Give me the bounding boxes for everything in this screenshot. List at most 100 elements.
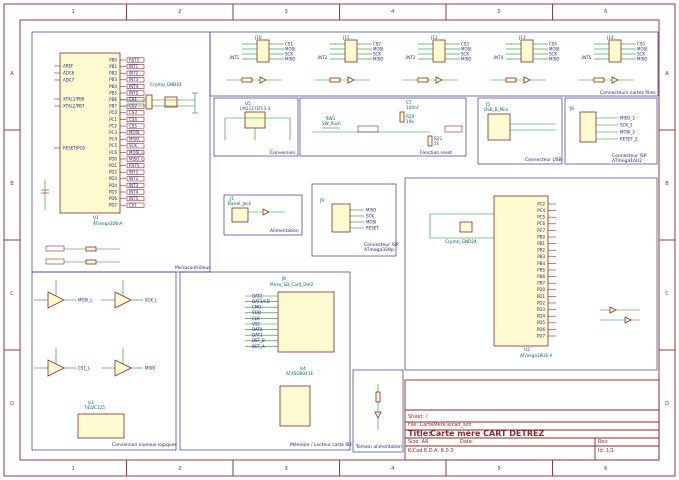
u1-pin-label: PB5 — [109, 90, 117, 95]
usb-connector-j5 — [487, 113, 511, 141]
u2-pin-label: PD2 — [537, 300, 545, 305]
block-label-reset: Fonction reset — [420, 150, 452, 156]
j8-ref: J8 — [281, 276, 286, 281]
block-label-isp16u2-1: Connecteur ISP — [612, 153, 647, 159]
u2-ref: U2 — [524, 347, 530, 352]
daughter-net: SCK — [461, 51, 469, 56]
daughter-net: SCK — [549, 51, 557, 56]
block-isp-16u2 — [564, 97, 658, 165]
daughter-resistor — [593, 77, 605, 83]
tb-title: Carte mère CART DETREZ — [430, 428, 544, 438]
net-label-text: INT4 — [129, 84, 139, 89]
u1-left-pin-label: XTAL2/PB7 — [63, 103, 85, 108]
block-alimentation — [223, 194, 303, 236]
daughter-net: CS5 — [637, 41, 645, 46]
block-memoire — [179, 271, 351, 451]
block-microcontroleur — [31, 31, 211, 273]
net-label — [126, 57, 145, 63]
sd-pin-label: VDD — [252, 310, 261, 315]
u2-pin-label: PB2 — [537, 248, 545, 253]
net-label-text: INT5 — [129, 196, 139, 201]
row-tick-left: D — [10, 401, 14, 407]
net-label-text: MOSI — [129, 130, 139, 135]
tb-kicad: KiCad E.D.A. 8.0.3 — [408, 448, 453, 454]
j6-ref: J6 — [569, 106, 574, 111]
daughter-led — [259, 76, 267, 84]
col-tick-top: 3 — [285, 9, 288, 15]
r20-label: R20 — [406, 114, 415, 119]
net-label — [126, 77, 145, 83]
u1-pin-label: PD1 — [109, 163, 117, 168]
r21-label: R21 — [434, 136, 443, 141]
block-conversion — [213, 97, 299, 157]
u1-pin-label: PB2 — [109, 71, 117, 76]
sd-pin-label: DAT2 — [252, 293, 263, 298]
daughter-net: CS1 — [285, 41, 293, 46]
block-temoin — [352, 369, 404, 453]
block-label-isp328-1: Connecteur ISP — [364, 242, 399, 248]
c7-label: C7 — [406, 100, 412, 105]
daughter-net: MISO — [373, 56, 383, 61]
block-usb — [477, 97, 563, 165]
u5-body — [244, 111, 266, 129]
daughter-net: INT2 — [318, 55, 328, 60]
isp16u2-net: MISO_2 — [620, 115, 635, 120]
u5-value: LM1117DT-3.3 — [240, 106, 271, 111]
col-tick-bottom: 4 — [391, 466, 394, 472]
u2-pin-label: PD3 — [537, 307, 545, 312]
u1-pin-label: PC1 — [109, 117, 117, 122]
tb-rev: Rev: — [598, 439, 609, 445]
net-label — [126, 182, 145, 188]
tb-title-prefix: Title: — [408, 429, 431, 438]
sd-pin-label: DET_A — [252, 344, 265, 349]
daughter-led — [523, 76, 531, 84]
daughter-resistor — [417, 77, 429, 83]
block-label-memoire: Mémoire / Lecteur carte SD — [290, 441, 352, 448]
u2-pin-label: PC6 — [537, 221, 545, 226]
daughter-net: MISO — [285, 56, 295, 61]
u1-pin-label: PD7 — [109, 203, 117, 208]
u3-ref: U3 — [88, 400, 94, 405]
row-tick-left: B — [10, 181, 14, 187]
net-label — [126, 130, 145, 136]
u1-pin-label: PD3 — [109, 176, 117, 181]
resistor-r-xtal — [145, 94, 153, 110]
buffer-net: SCK_L — [145, 297, 158, 302]
u5-ref: U5 — [245, 101, 251, 106]
u1-left-pin-label: XTAL1/PB6 — [63, 96, 85, 101]
u4-body — [279, 385, 311, 427]
u1-pin-label: PD4 — [109, 183, 117, 188]
daughter-net: MISO — [549, 56, 559, 61]
col-tick-top: 6 — [604, 9, 607, 15]
daughter-led — [435, 76, 443, 84]
row-tick-right: B — [665, 181, 669, 187]
u1-pin-label: PB6 — [109, 97, 117, 102]
r20-value: 10k — [406, 119, 414, 124]
u2-pin-label: PD4 — [537, 314, 545, 319]
block-label-isp16u2-2: ATmega16U2 — [612, 158, 642, 164]
daughter-net: CS3 — [461, 41, 469, 46]
net-label-text: CS4 — [129, 117, 137, 122]
col-tick-bottom: 3 — [285, 466, 288, 472]
u1-pin-label: PC5 — [109, 143, 117, 148]
u2-pin-label: PB5 — [537, 267, 545, 272]
daughter-net: MOSI — [549, 46, 559, 51]
daughter-net: INT4 — [494, 55, 504, 60]
u2-pin-label: PB4 — [537, 261, 545, 266]
daughter-net: MOSI — [461, 46, 471, 51]
u2-pin-label: PD6 — [537, 327, 545, 332]
sd-pin-label: CMD — [252, 305, 261, 310]
u1-value: ATmega328-A — [93, 221, 122, 226]
daughter-resistor — [241, 77, 253, 83]
sd-pin-label: VSS — [252, 321, 260, 326]
u1-left-pin-label: AREF — [63, 63, 74, 68]
net-label-text: SCK — [129, 143, 137, 148]
net-label — [126, 70, 145, 76]
r21-value: 1k — [434, 141, 440, 146]
net-label — [126, 169, 145, 175]
daughter-net: MISO — [637, 56, 647, 61]
block-label-niveaux: Conversion niveaux logiques — [112, 442, 177, 448]
net-label-text: INT5 — [129, 90, 139, 95]
u1-body — [59, 52, 121, 214]
